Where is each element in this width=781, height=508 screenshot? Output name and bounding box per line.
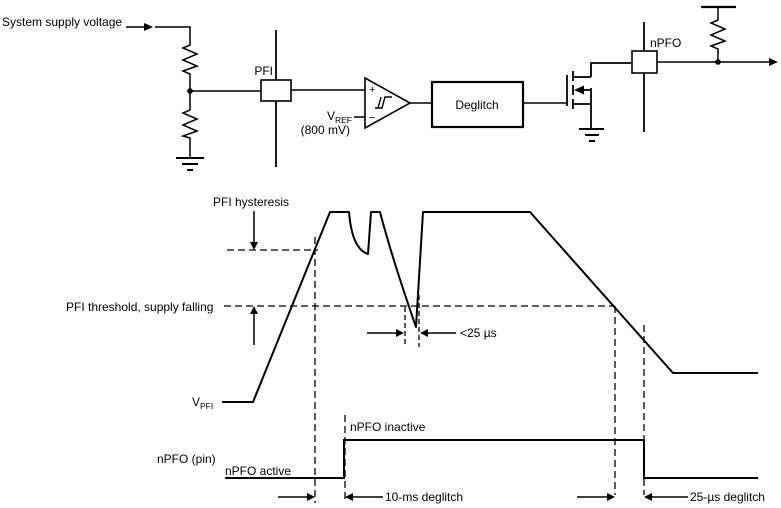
npfo-pin-label: nPFO (pin) bbox=[157, 452, 216, 466]
deglitch-block bbox=[430, 80, 525, 129]
vpfi-label: VPFI bbox=[192, 395, 213, 411]
supply-voltage-label: System supply voltage bbox=[2, 15, 122, 29]
hysteresis-arrow-icon bbox=[250, 211, 258, 250]
vref-value-label: (800 mV) bbox=[301, 123, 350, 137]
supply-wire bbox=[155, 26, 191, 42]
deglitch-25us-arrows-icon bbox=[577, 493, 688, 501]
vpfi-waveform bbox=[222, 211, 758, 403]
npfo-pin-box bbox=[631, 50, 658, 74]
pfi-pin-box bbox=[260, 79, 292, 102]
deglitch-10ms-label: 10-ms deglitch bbox=[385, 490, 463, 504]
comparator-plus-label: + bbox=[369, 84, 375, 96]
hysteresis-icon bbox=[375, 96, 392, 109]
divider-resistor-bottom bbox=[180, 107, 200, 139]
hysteresis-label: PFI hysteresis bbox=[213, 195, 289, 209]
vref-label: VREF bbox=[327, 109, 352, 125]
threshold-arrow-icon bbox=[250, 306, 258, 345]
npfo-pin-name-label: nPFO bbox=[650, 36, 681, 50]
deglitch-label: Deglitch bbox=[455, 98, 498, 112]
supply-arrow-icon bbox=[126, 23, 153, 31]
comparator bbox=[364, 76, 412, 130]
nmos-transistor-icon bbox=[566, 62, 631, 128]
glitch-width-label: <25 µs bbox=[460, 326, 497, 340]
mosfet-ground-icon bbox=[579, 128, 604, 142]
npfo-waveform bbox=[225, 439, 758, 479]
npfo-active-label: nPFO active bbox=[225, 464, 291, 478]
pullup-resistor bbox=[701, 5, 736, 62]
glitch-width-arrows-icon bbox=[367, 329, 456, 337]
npfo-out-arrow-icon bbox=[769, 58, 778, 66]
pfi-pin-label: PFI bbox=[254, 64, 273, 78]
divider-resistor-top bbox=[180, 42, 200, 76]
deglitch-25us-label: 25-µs deglitch bbox=[690, 490, 765, 504]
deglitch-10ms-arrows-icon bbox=[278, 493, 383, 501]
comparator-minus-label: − bbox=[369, 112, 375, 124]
ground-icon bbox=[176, 157, 204, 171]
npfo-inactive-label: nPFO inactive bbox=[350, 420, 426, 434]
threshold-label: PFI threshold, supply falling bbox=[66, 300, 213, 314]
dashed-reference-lines bbox=[224, 237, 645, 503]
